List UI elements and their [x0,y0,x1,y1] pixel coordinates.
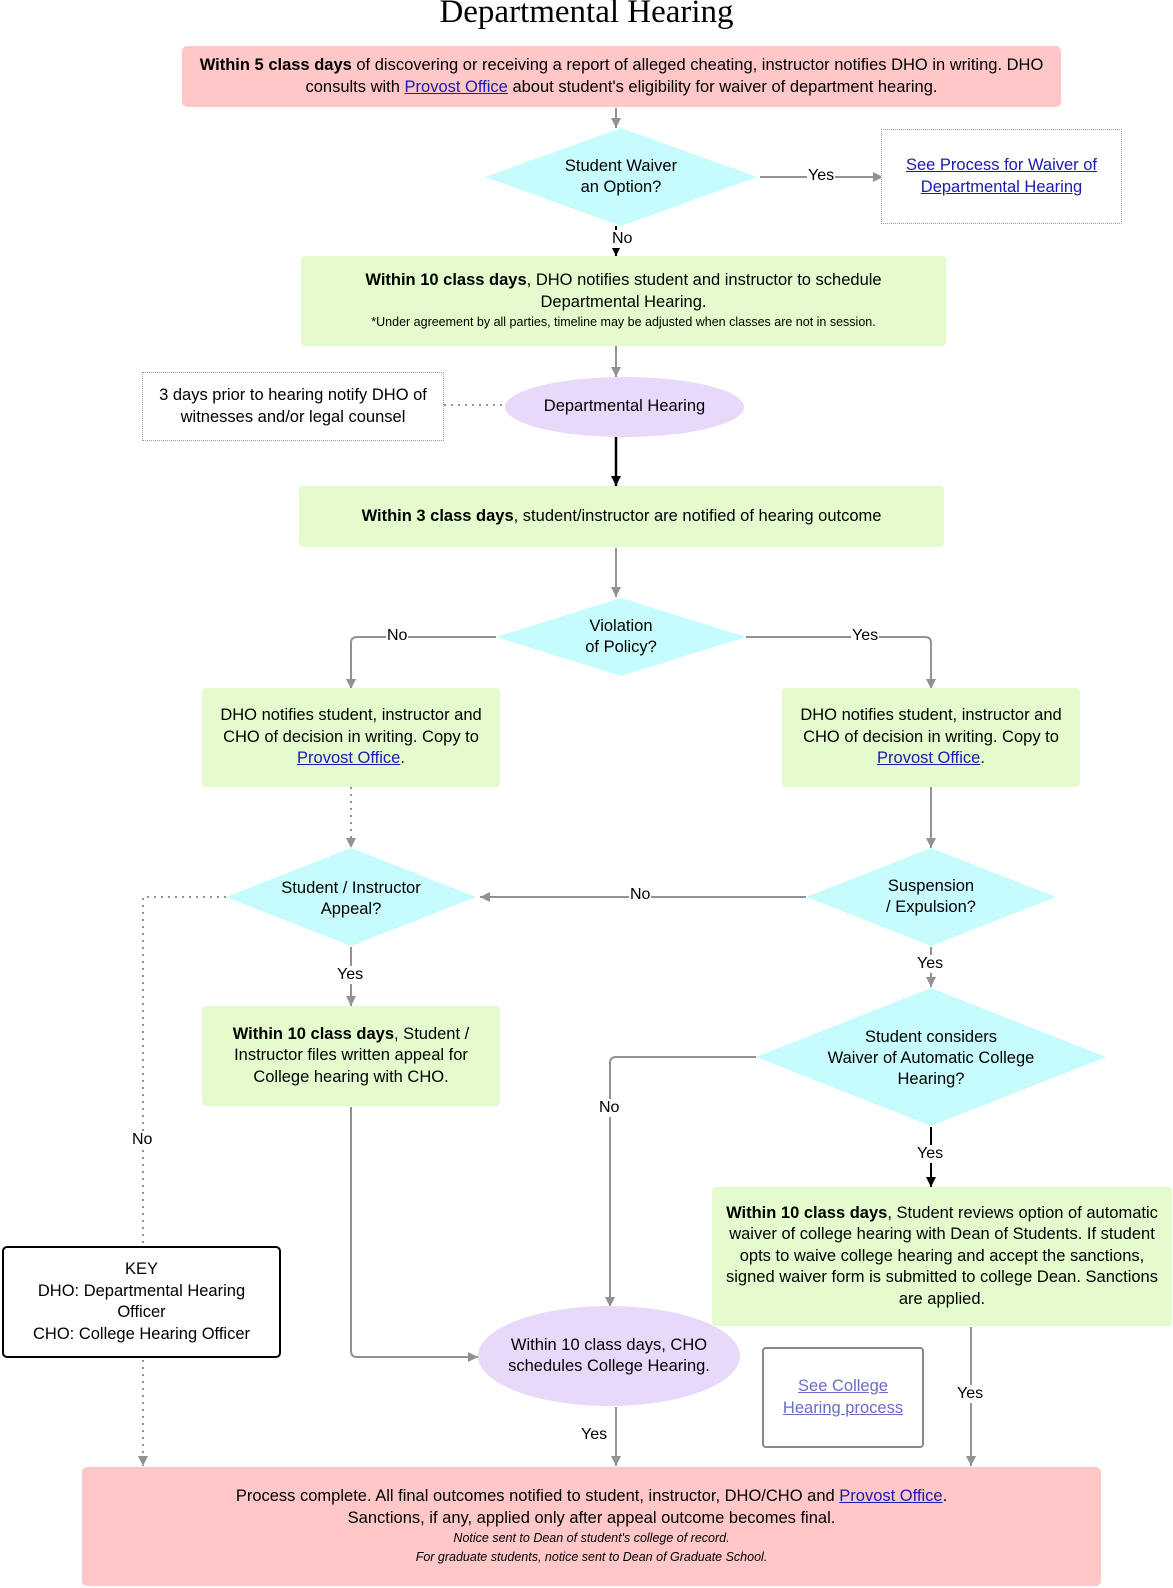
file-appeal-text: , Student / Instructor files written app… [234,1024,470,1086]
edge-violation-yes [746,636,936,689]
waiver-process-box: See Process for Waiver of Departmental H… [881,129,1122,224]
notify-deadline: Within 5 class days [199,56,352,74]
notify-yes-end: . [980,749,985,768]
college-waiver-line-3: Hearing? [897,1069,965,1088]
schedule-note: *Under agreement by all parties, timelin… [371,315,876,329]
witness-note-text: 3 days prior to hearing notify DHO of wi… [159,386,427,426]
complete-end: . [942,1487,948,1505]
violation-decision-text: Violation of Policy? [540,610,702,664]
college-link-line-1: See College [798,1377,888,1395]
waiver-process-link[interactable]: See Process for Waiver of Departmental H… [906,155,1097,198]
label-appeal-no: No [131,1131,154,1149]
key-legend-box: KEY DHO: Departmental Hearing Officer CH… [2,1246,281,1358]
outcome-deadline: Within 3 class days [361,506,514,525]
label-suspension-yes: Yes [916,955,945,973]
schedule-deadline: Within 10 class days [365,271,527,289]
label-appeal-yes: Yes [336,966,365,984]
appeal-diamond [226,848,476,946]
notify-no-text: DHO notifies student, instructor and CHO… [220,706,482,746]
label-hearing-yes: Yes [580,1426,609,1444]
outcome-text: , student/instructor are notified of hea… [513,506,882,525]
notify-text-2: about student's eligibility for waiver o… [507,77,938,96]
complete-line-2: Sanctions, if any, applied only after ap… [347,1508,836,1527]
appeal-line-2: Appeal? [320,900,382,918]
departmental-hearing-oval: Departmental Hearing [505,377,744,437]
complete-note-1: Notice sent to Dean of student's college… [453,1531,730,1545]
label-violation-yes: Yes [851,627,880,645]
key-title: KEY [124,1260,159,1278]
college-link-line-2: Hearing process [782,1398,904,1417]
schedule-hearing-box: Within 10 class days, DHO notifies stude… [301,256,946,346]
label-waiver-yes: Yes [807,167,836,185]
appeal-decision-text: Student / Instructor Appeal? [256,872,446,926]
schedule-text: , DHO notifies student and instructor to… [526,271,882,311]
page-title: Departmental Hearing [439,0,734,30]
violation-diamond [496,598,746,676]
file-appeal-box: Within 10 class days, Student / Instruct… [202,1006,500,1106]
label-review-yes: Yes [956,1385,985,1403]
suspension-diamond [806,848,1056,946]
violation-line-1: Violation [589,617,653,635]
notify-text-1: of discovering or receiving a report of … [305,56,1044,96]
college-waiver-line-1: Student considers [864,1027,998,1046]
file-appeal-deadline: Within 10 class days [232,1024,395,1043]
notify-yes-text: DHO notifies student, instructor and CHO… [800,706,1062,746]
label-waiver-no: No [611,230,634,248]
process-complete-box: Process complete. All final outcomes not… [82,1467,1101,1586]
waiver-diamond [485,128,757,226]
college-waiver-diamond [756,988,1106,1126]
waiver-decision-line-1: Student Waiver [564,157,678,175]
complete-text-1: Process complete. All final outcomes not… [235,1487,840,1505]
notify-dho-box: Within 5 class days of discovering or re… [182,46,1061,107]
waiver-process-line-1: See Process for Waiver of [905,156,1098,174]
hearing-text: Departmental Hearing [543,397,706,416]
college-hearing-text: Within 10 class days, CHO schedules Coll… [508,1335,710,1376]
waiver-process-line-2: Departmental Hearing [920,177,1083,196]
review-waiver-deadline: Within 10 class days [726,1203,888,1222]
key-cho: CHO: College Hearing Officer [32,1324,251,1343]
edge-appeal-no [138,896,226,1466]
violation-line-2: of Policy? [585,638,657,656]
college-waiver-decision-text: Student considers Waiver of Automatic Co… [806,1022,1056,1094]
suspension-decision-text: Suspension / Expulsion? [846,870,1016,924]
label-violation-no: No [386,627,409,645]
key-dho: DHO: Departmental Hearing Officer [37,1281,246,1322]
college-hearing-oval: Within 10 class days, CHO schedules Coll… [478,1306,740,1406]
suspension-line-1: Suspension [887,877,975,895]
provost-office-link-complete[interactable]: Provost Office [839,1487,943,1505]
notify-decision-no-box: DHO notifies student, instructor and CHO… [202,688,500,787]
edge-violation-no [346,636,496,689]
provost-office-link-no[interactable]: Provost Office [297,749,401,768]
waiver-decision-line-2: an Option? [580,178,662,196]
label-suspension-no: No [629,886,652,904]
notify-decision-yes-box: DHO notifies student, instructor and CHO… [782,688,1080,787]
outcome-box: Within 3 class days, student/instructor … [299,486,944,547]
edge-appeal-to-college-hearing [350,1107,478,1362]
label-college-waiver-yes: Yes [916,1145,945,1163]
review-waiver-box: Within 10 class days, Student reviews op… [712,1187,1172,1326]
provost-office-link[interactable]: Provost Office [404,77,508,96]
review-waiver-text: , Student reviews option of automatic wa… [726,1203,1158,1308]
college-waiver-line-2: Waiver of Automatic College [827,1048,1035,1067]
edge-college-waiver-no [605,1056,756,1307]
witness-note-box: 3 days prior to hearing notify DHO of wi… [142,372,444,441]
appeal-line-1: Student / Instructor [281,879,421,897]
college-hearing-link-box: See College Hearing process [762,1347,924,1448]
notify-no-end: . [400,749,405,768]
provost-office-link-yes[interactable]: Provost Office [877,749,981,768]
complete-note-2: For graduate students, notice sent to De… [415,1550,768,1564]
label-college-waiver-no: No [598,1099,621,1117]
college-hearing-process-link[interactable]: See College Hearing process [783,1376,903,1419]
waiver-decision-text: Student Waiver an Option? [520,150,722,204]
suspension-line-2: / Expulsion? [886,898,976,916]
